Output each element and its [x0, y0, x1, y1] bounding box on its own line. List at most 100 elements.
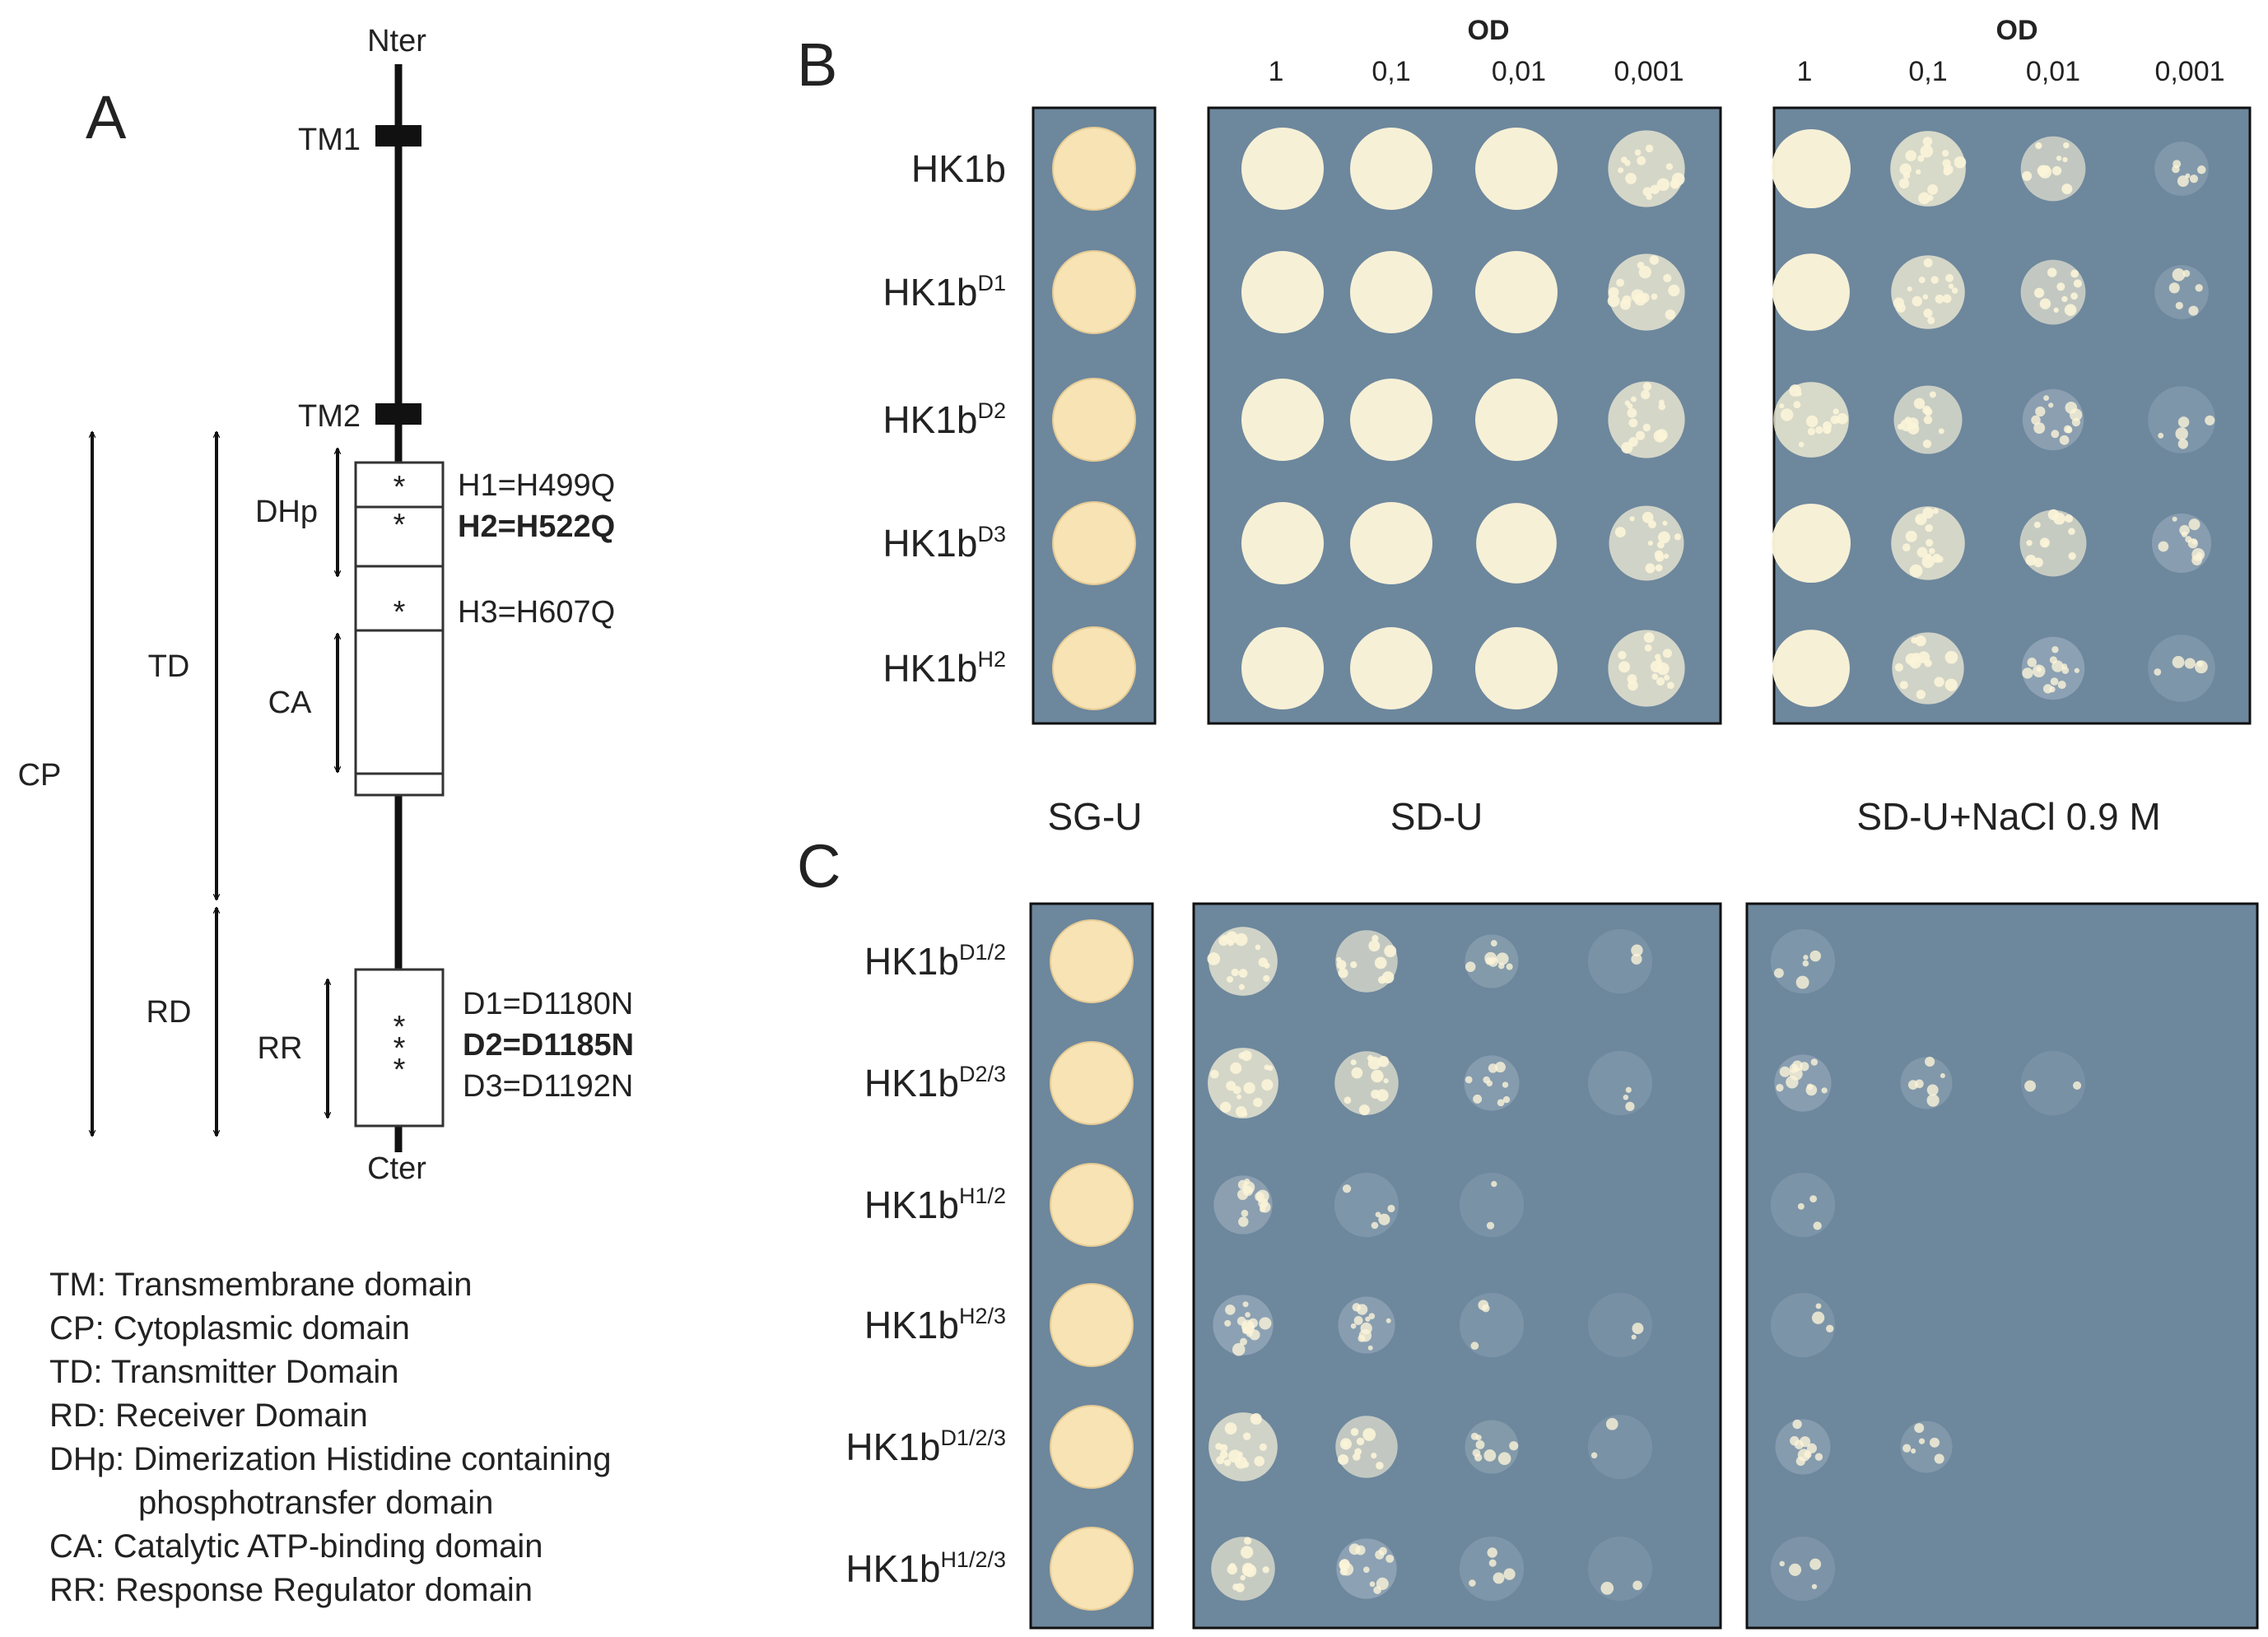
- mutation-h3: H3=H607Q: [458, 595, 615, 630]
- nacl-spot: [1772, 253, 1850, 331]
- cp-label: CP: [18, 758, 62, 793]
- legend-line-rr: RR: Response Regulator domain: [49, 1572, 533, 1608]
- nacl-spot: [1893, 385, 1963, 454]
- nacl-spot: [2148, 635, 2215, 702]
- nacl-spot: [2020, 1050, 2086, 1116]
- sd-u-spot: [1459, 1292, 1525, 1358]
- strain-superscript: H2: [977, 647, 1006, 672]
- nacl-spot: [1774, 1054, 1832, 1112]
- sg-u-spot: [1052, 250, 1136, 334]
- sd-u-spot: [1465, 1420, 1519, 1474]
- tm2-label: TM2: [298, 399, 361, 434]
- od-header-sd-u: OD 1 0,1 0,01 0,001: [1269, 15, 1684, 87]
- panel_c-strain-label-h1-2-3: HK1bH1/2/3: [845, 1547, 1006, 1590]
- panel-b-colonies: [1052, 127, 2215, 710]
- sd-u-spot: [1350, 379, 1432, 461]
- legend-line-td: TD: Transmitter Domain: [49, 1354, 399, 1390]
- sd-u-spot: [1334, 1172, 1399, 1238]
- dhp-label: DHp: [255, 495, 318, 529]
- mutation-h2: H2=H522Q: [458, 509, 615, 544]
- sd-u-spot: [1475, 128, 1558, 210]
- nacl-spot: [2020, 136, 2086, 202]
- strain-superscript: D1/2: [959, 940, 1006, 965]
- panel_c-strain-label-h2-3: HK1bH2/3: [864, 1304, 1006, 1346]
- nacl-spot: [1890, 131, 1967, 207]
- sd-u-spot: [1608, 381, 1685, 458]
- legend-line-dhp-cont: phosphotransfer domain: [138, 1485, 493, 1521]
- legend-line-dhp: DHp: Dimerization Histidine containing: [49, 1441, 612, 1477]
- od-dilution-nacl-0-1: 0,1: [1908, 56, 1947, 87]
- panel_b-strain-label-d3: HK1bD3: [883, 522, 1006, 565]
- sd-u-spot: [1587, 1292, 1653, 1358]
- plate-c-sd-u: [1192, 902, 1722, 1630]
- sd-u-spot: [1213, 1175, 1273, 1235]
- nacl-spot: [1770, 1292, 1836, 1358]
- sd-u-spot: [1459, 1536, 1525, 1602]
- sg-u-spot: [1052, 626, 1136, 710]
- mutation-d3: D3=D1192N: [463, 1069, 633, 1104]
- panel-letter-a: A: [86, 83, 127, 151]
- od-header-nacl: OD 1 0,1 0,01 0,001: [1797, 15, 2225, 87]
- n-terminus-label: Nter: [367, 24, 426, 58]
- nacl-spot: [1891, 255, 1965, 329]
- sd-u-spot: [1609, 505, 1684, 581]
- strain-base-name: HK1b: [883, 647, 977, 690]
- sd-u-spot: [1475, 627, 1558, 709]
- sd-u-spot: [1208, 1048, 1278, 1118]
- strain-superscript: H1/2/3: [940, 1547, 1006, 1572]
- sg-u-spot: [1052, 127, 1136, 211]
- nacl-spot: [2022, 388, 2084, 451]
- strain-superscript: D1: [977, 271, 1006, 295]
- nacl-spot: [1770, 928, 1836, 994]
- strain-superscript: D3: [977, 522, 1006, 546]
- ca-label: CA: [268, 686, 312, 720]
- tm1-segment: [375, 125, 421, 146]
- sd-u-spot: [1475, 379, 1558, 461]
- od-dilution-sd-u-1: 1: [1269, 56, 1284, 87]
- sd-u-spot: [1350, 502, 1432, 584]
- medium-label-sg-u: SG-U: [1048, 795, 1143, 838]
- rr-label: RR: [258, 1031, 303, 1066]
- nacl-spot: [2019, 509, 2087, 577]
- strain-base-name: HK1b: [864, 1062, 959, 1105]
- plate-c-sg-u: [1029, 902, 1154, 1630]
- nacl-spot: [1775, 1419, 1831, 1475]
- sg-u-spot: [1050, 1041, 1134, 1125]
- strain-base-name: HK1b: [845, 1547, 940, 1590]
- strain-base-name: HK1b: [911, 147, 1006, 190]
- sd-u-spot: [1607, 253, 1685, 331]
- nacl-spot: [2151, 513, 2212, 574]
- strain-superscript: D2: [977, 398, 1006, 423]
- nacl-spot: [1770, 1536, 1836, 1602]
- plate-b-sd-u-nacl: [1772, 106, 2252, 725]
- rd-label: RD: [147, 995, 192, 1030]
- nacl-spot: [2154, 142, 2209, 196]
- nacl-spot: [1900, 1056, 1953, 1109]
- abbreviation-legend: TM: Transmembrane domain CP: Cytoplasmic…: [49, 1267, 612, 1608]
- strain-base-name: HK1b: [845, 1425, 940, 1468]
- site-marker-d2: *: [394, 1031, 406, 1066]
- panel-b: B OD 1 0,1 0,01 0,001 OD 1 0,1 0,01 0,00…: [797, 15, 2252, 838]
- strain-superscript: D1/2/3: [940, 1425, 1006, 1450]
- transmitter-domain-box: [354, 461, 445, 797]
- sd-u-spot: [1587, 1536, 1653, 1602]
- od-label-sd-u: OD: [1468, 15, 1510, 46]
- nacl-spot: [1900, 1421, 1953, 1473]
- panel-c-strain-labels: HK1bD1/2HK1bD2/3HK1bH1/2HK1bH2/3HK1bD1/2…: [845, 940, 1006, 1590]
- legend-line-rd: RD: Receiver Domain: [49, 1397, 368, 1434]
- strain-base-name: HK1b: [883, 398, 977, 441]
- td-label: TD: [148, 649, 190, 684]
- sd-u-spot: [1335, 930, 1398, 993]
- strain-superscript: H2/3: [959, 1304, 1006, 1328]
- strain-base-name: HK1b: [883, 522, 977, 565]
- nacl-spot: [1772, 504, 1851, 583]
- nacl-spot: [2020, 259, 2086, 325]
- strain-base-name: HK1b: [864, 1184, 959, 1226]
- sg-u-spot: [1050, 919, 1134, 1003]
- mutation-d2: D2=D1185N: [463, 1028, 634, 1063]
- c-terminus-label: Cter: [367, 1151, 426, 1186]
- nacl-spot: [1770, 1172, 1836, 1238]
- sd-u-spot: [1241, 627, 1324, 709]
- sg-u-spot: [1050, 1163, 1134, 1247]
